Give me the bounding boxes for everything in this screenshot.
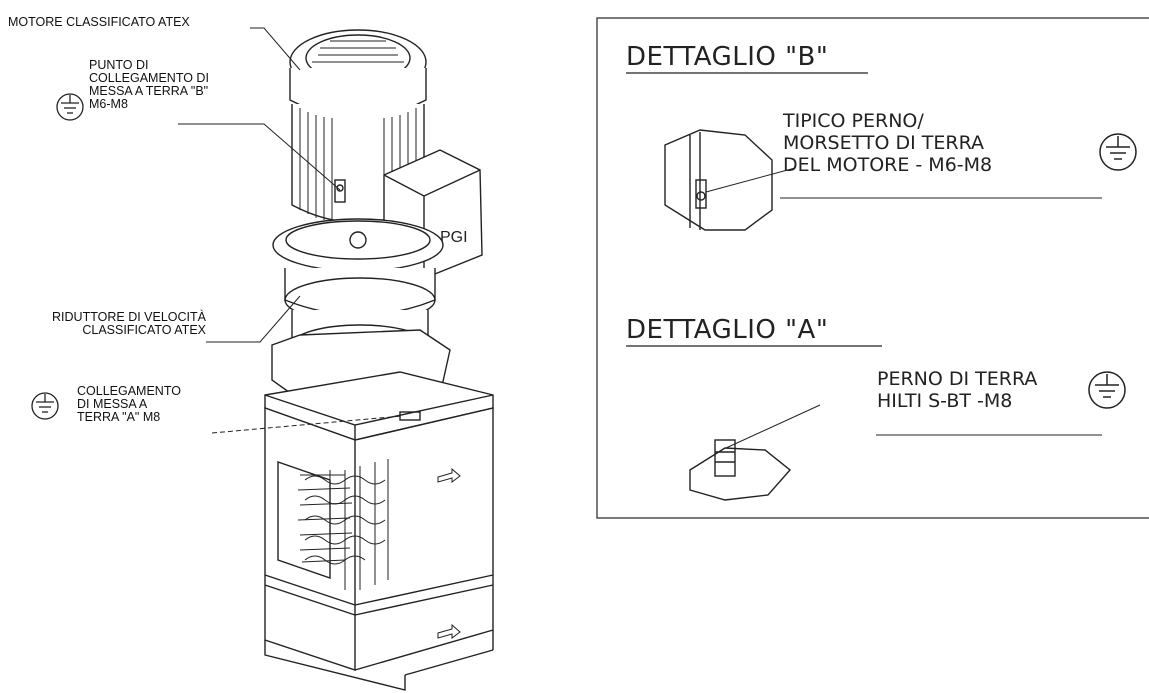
detail-a-title: DETTAGLIO "A"	[626, 315, 829, 345]
earth-ground-icon	[31, 392, 59, 420]
label-ground-point-a: COLLEGAMENTO DI MESSA A TERRA "A" M8	[77, 385, 181, 424]
detail-line: PERNO DI TERRA	[877, 368, 1038, 390]
detail-frame	[596, 17, 1149, 519]
detail-b-motor-part	[664, 129, 796, 231]
label-line: RIDUTTORE DI VELOCITÀ	[52, 310, 206, 324]
detail-a-description: PERNO DI TERRA HILTI S-BT -M8	[877, 368, 1037, 412]
detail-a-stud-part	[689, 404, 821, 501]
label-motor-atex: MOTORE CLASSIFICATO ATEX	[8, 15, 190, 29]
detail-line: HILTI S-BT -M8	[877, 390, 1013, 412]
label-line: TERRA "A" M8	[77, 410, 161, 424]
label-line: DI MESSA A	[77, 397, 148, 411]
label-line: COLLEGAMENTO DI	[89, 71, 209, 85]
earth-ground-icon	[56, 93, 84, 121]
label-line: PUNTO DI	[89, 58, 149, 72]
detail-line: DEL MOTORE - M6-M8	[783, 154, 993, 176]
label-ground-point-b: PUNTO DI COLLEGAMENTO DI MESSA A TERRA "…	[89, 59, 209, 111]
detail-line: MORSETTO DI TERRA	[783, 132, 985, 154]
label-speed-reducer: RIDUTTORE DI VELOCITÀ CLASSIFICATO ATEX	[8, 311, 206, 337]
label-line: MESSA A TERRA "B"	[89, 84, 209, 98]
label-line: COLLEGAMENTO	[77, 384, 181, 398]
earth-ground-icon	[1088, 371, 1126, 409]
detail-line: TIPICO PERNO/	[783, 110, 924, 132]
earth-ground-icon	[1099, 133, 1137, 171]
label-line: CLASSIFICATO ATEX	[82, 323, 206, 337]
detail-b-description: TIPICO PERNO/ MORSETTO DI TERRA DEL MOTO…	[783, 110, 992, 176]
label-line: M6-M8	[89, 97, 128, 111]
detail-b-title: DETTAGLIO "B"	[626, 42, 829, 72]
svg-text:PGI: PGI	[440, 229, 468, 246]
speed-reducer	[284, 268, 436, 316]
